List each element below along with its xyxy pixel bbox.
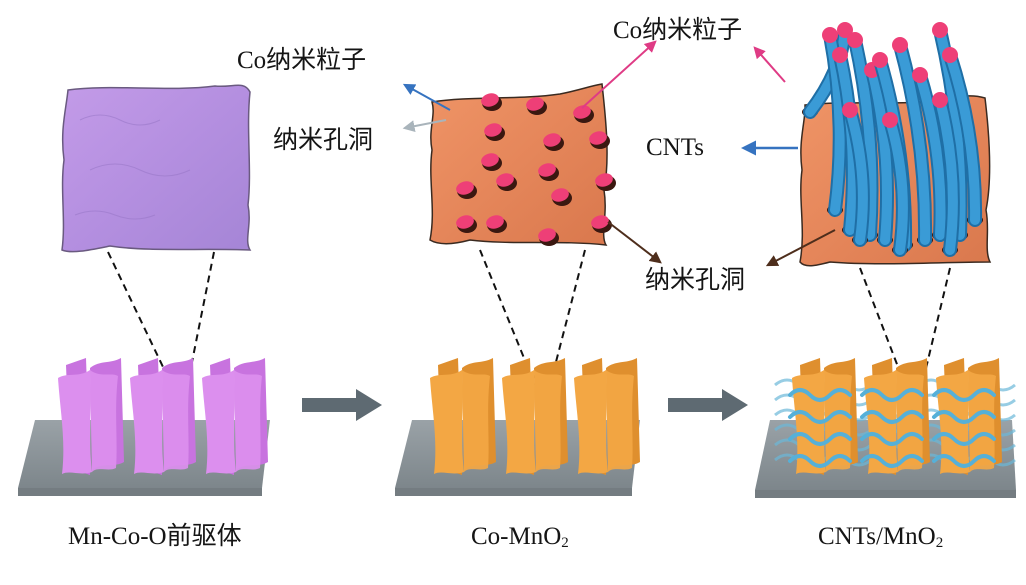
co-nanoparticle — [882, 112, 898, 128]
co-nanoparticle — [912, 67, 928, 83]
cnt-wire — [932, 388, 996, 402]
co-nanoparticle — [847, 32, 863, 48]
process-arrow-2 — [668, 389, 748, 421]
pointer-arrow-particle — [402, 83, 451, 111]
co-nanoparticle — [837, 22, 853, 38]
cnt-wire — [788, 432, 852, 446]
co-nanoparticle — [481, 153, 499, 167]
co-nanoparticle — [942, 47, 958, 63]
co-nanoparticle — [481, 93, 499, 107]
caption-precursor: Mn-Co-O前驱体 — [68, 523, 242, 550]
co-nanoparticle — [538, 228, 556, 242]
co-nanoparticle — [496, 173, 514, 187]
nanosheet-front — [864, 370, 898, 474]
co-nanoparticle — [551, 188, 569, 202]
co-nanoparticle — [486, 215, 504, 229]
nanosheet-front-right — [606, 370, 634, 472]
cnt-tube — [935, 95, 958, 255]
process-arrow-1 — [302, 389, 382, 421]
caption-cnts-mno2: CNTs/MnO2 — [818, 524, 943, 551]
cnt-tube — [885, 115, 908, 255]
cnt-wire — [860, 432, 924, 446]
co-nanoparticle — [822, 27, 838, 43]
nanosheet-front — [130, 370, 164, 474]
nanosheet-front-right — [90, 370, 118, 472]
cnt-mno2-nanosheets — [788, 358, 1002, 475]
caption-co-mno2-main: Co-MnO — [471, 523, 562, 550]
cnt-tube — [850, 35, 877, 240]
cnt-wire — [932, 410, 996, 424]
co-nanoparticle — [484, 123, 502, 137]
pointer-arrow-pore-brown-left — [607, 221, 662, 264]
nanosheet-front — [502, 370, 536, 474]
cnt-tube — [845, 105, 868, 245]
nanosheet-front — [58, 370, 92, 474]
label-cnts: CNTs — [646, 134, 704, 161]
co-nanoparticle — [932, 22, 948, 38]
cnt-tube — [915, 70, 946, 240]
nanosheet-front-right — [534, 370, 562, 472]
co-nanoparticle — [832, 47, 848, 63]
pointer-arrow-particle-pink-2 — [753, 46, 786, 83]
co-nanoparticle — [573, 105, 591, 119]
label-nanopore-1: 纳米孔洞 — [273, 127, 374, 154]
cnt-tube — [895, 40, 931, 245]
label-nanopore-2: 纳米孔洞 — [645, 267, 746, 294]
cnt-tube — [945, 50, 981, 225]
co-nanoparticle — [589, 131, 607, 145]
nanosheet-front-right — [162, 370, 190, 472]
co-nanoparticle — [892, 37, 908, 53]
cnt-wire — [860, 454, 924, 468]
co-nanoparticle — [538, 163, 556, 177]
co-nanoparticle — [872, 52, 888, 68]
co-nanoparticle — [595, 173, 613, 187]
co-nanoparticle — [591, 215, 609, 229]
co-nanoparticle — [543, 133, 561, 147]
cnt-wire — [932, 454, 996, 468]
co-mno2-nanosheets — [430, 358, 640, 475]
co-nanoparticle — [932, 92, 948, 108]
co-nanoparticle — [456, 181, 474, 195]
pointer-arrow-pore-brown-right — [765, 229, 836, 267]
cnt-wire — [932, 432, 996, 446]
carbon-nanotubes — [802, 22, 983, 257]
pointer-arrow-particle-pink — [581, 40, 657, 109]
pointer-arrow-pore — [402, 119, 447, 133]
co-nanoparticle — [842, 102, 858, 118]
co-nanoparticle — [526, 97, 544, 111]
caption-cnts-mno2-sub: 2 — [935, 535, 944, 551]
nanosheet-front-right — [234, 370, 262, 472]
nanosheet-front — [202, 370, 236, 474]
caption-co-mno2-sub: 2 — [561, 535, 569, 551]
nanosheet-front-right — [462, 370, 490, 472]
co-nanoparticle — [456, 215, 474, 229]
cnt-wire — [788, 388, 852, 402]
cnt-wire — [860, 410, 924, 424]
precursor-nanosheets — [58, 358, 268, 475]
cnt-wire — [788, 410, 852, 424]
co-nanoparticles-on-sheet — [456, 93, 616, 246]
cnt-tube — [867, 65, 892, 245]
cnt-wire — [788, 454, 852, 468]
nanosheet-front — [430, 370, 464, 474]
nanosheet-front — [936, 370, 970, 474]
caption-co-mno2: Co-MnO2 — [471, 524, 569, 551]
nanosheet-front — [792, 370, 826, 474]
precursor-sheet-zoom — [61, 84, 252, 253]
label-co-nanoparticle-2: Co纳米粒子 — [613, 17, 743, 44]
label-co-nanoparticle-1: Co纳米粒子 — [237, 47, 367, 74]
caption-cnts-mno2-main: CNTs/MnO — [818, 523, 936, 550]
cnt-wire — [860, 388, 924, 402]
nanosheet-front — [574, 370, 608, 474]
